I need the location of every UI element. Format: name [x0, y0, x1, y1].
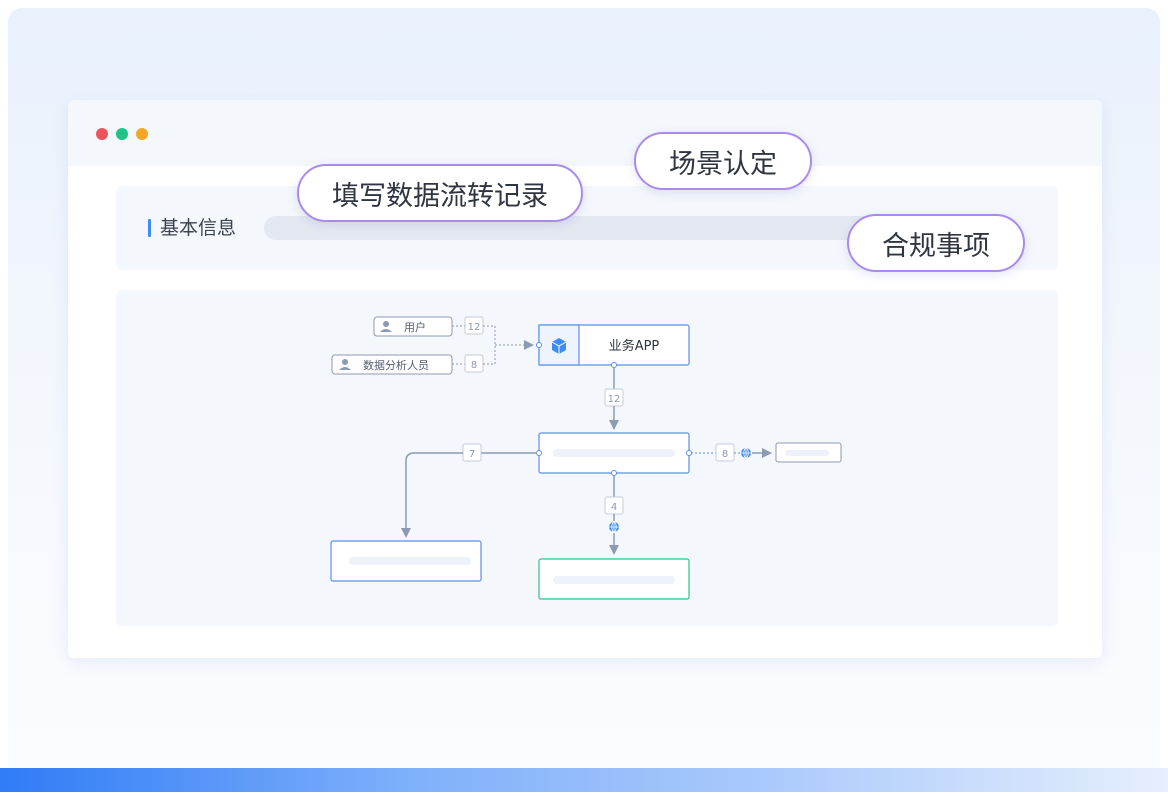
svg-text:8: 8	[471, 360, 477, 371]
svg-text:12: 12	[608, 394, 621, 405]
section-accent-bar	[148, 219, 151, 237]
compliance-badge[interactable]: 合规事项	[847, 214, 1025, 272]
right-node[interactable]	[775, 442, 842, 463]
window-titlebar	[68, 100, 1102, 166]
globe-icon	[609, 521, 619, 533]
edge-count-badge: 8	[464, 354, 484, 373]
source-label: 用户	[404, 320, 426, 334]
center-node[interactable]	[538, 432, 690, 474]
edge-count-badge: 12	[604, 388, 624, 407]
basic-info-label: 基本信息	[160, 217, 237, 239]
bottom-node[interactable]	[538, 558, 690, 600]
svg-text:8: 8	[722, 449, 728, 460]
bottom-gradient-bar	[0, 768, 1168, 792]
maximize-window-button[interactable]	[136, 128, 148, 140]
edge-count-badge: 8	[715, 443, 735, 462]
minimize-window-button[interactable]	[116, 128, 128, 140]
close-window-button[interactable]	[96, 128, 108, 140]
svg-text:12: 12	[468, 322, 481, 333]
app-node-label: 业务APP	[609, 338, 660, 354]
source-node-user[interactable]: 用户	[373, 316, 453, 337]
globe-icon	[741, 447, 751, 459]
left-node[interactable]	[330, 540, 482, 582]
source-node-analyst[interactable]: 数据分析人员	[331, 354, 453, 375]
user-icon	[339, 359, 351, 370]
svg-text:4: 4	[611, 502, 617, 513]
cube-icon	[551, 338, 567, 354]
edge-count-badge: 7	[462, 443, 482, 462]
svg-text:7: 7	[469, 449, 475, 460]
edge-count-badge: 12	[464, 316, 484, 335]
edge-count-badge: 4	[604, 496, 624, 515]
scene-badge[interactable]: 场景认定	[634, 132, 812, 190]
user-icon	[380, 321, 392, 332]
source-label: 数据分析人员	[363, 358, 429, 372]
app-node[interactable]: 业务APP	[538, 324, 690, 366]
fill-records-badge[interactable]: 填写数据流转记录	[297, 164, 583, 222]
